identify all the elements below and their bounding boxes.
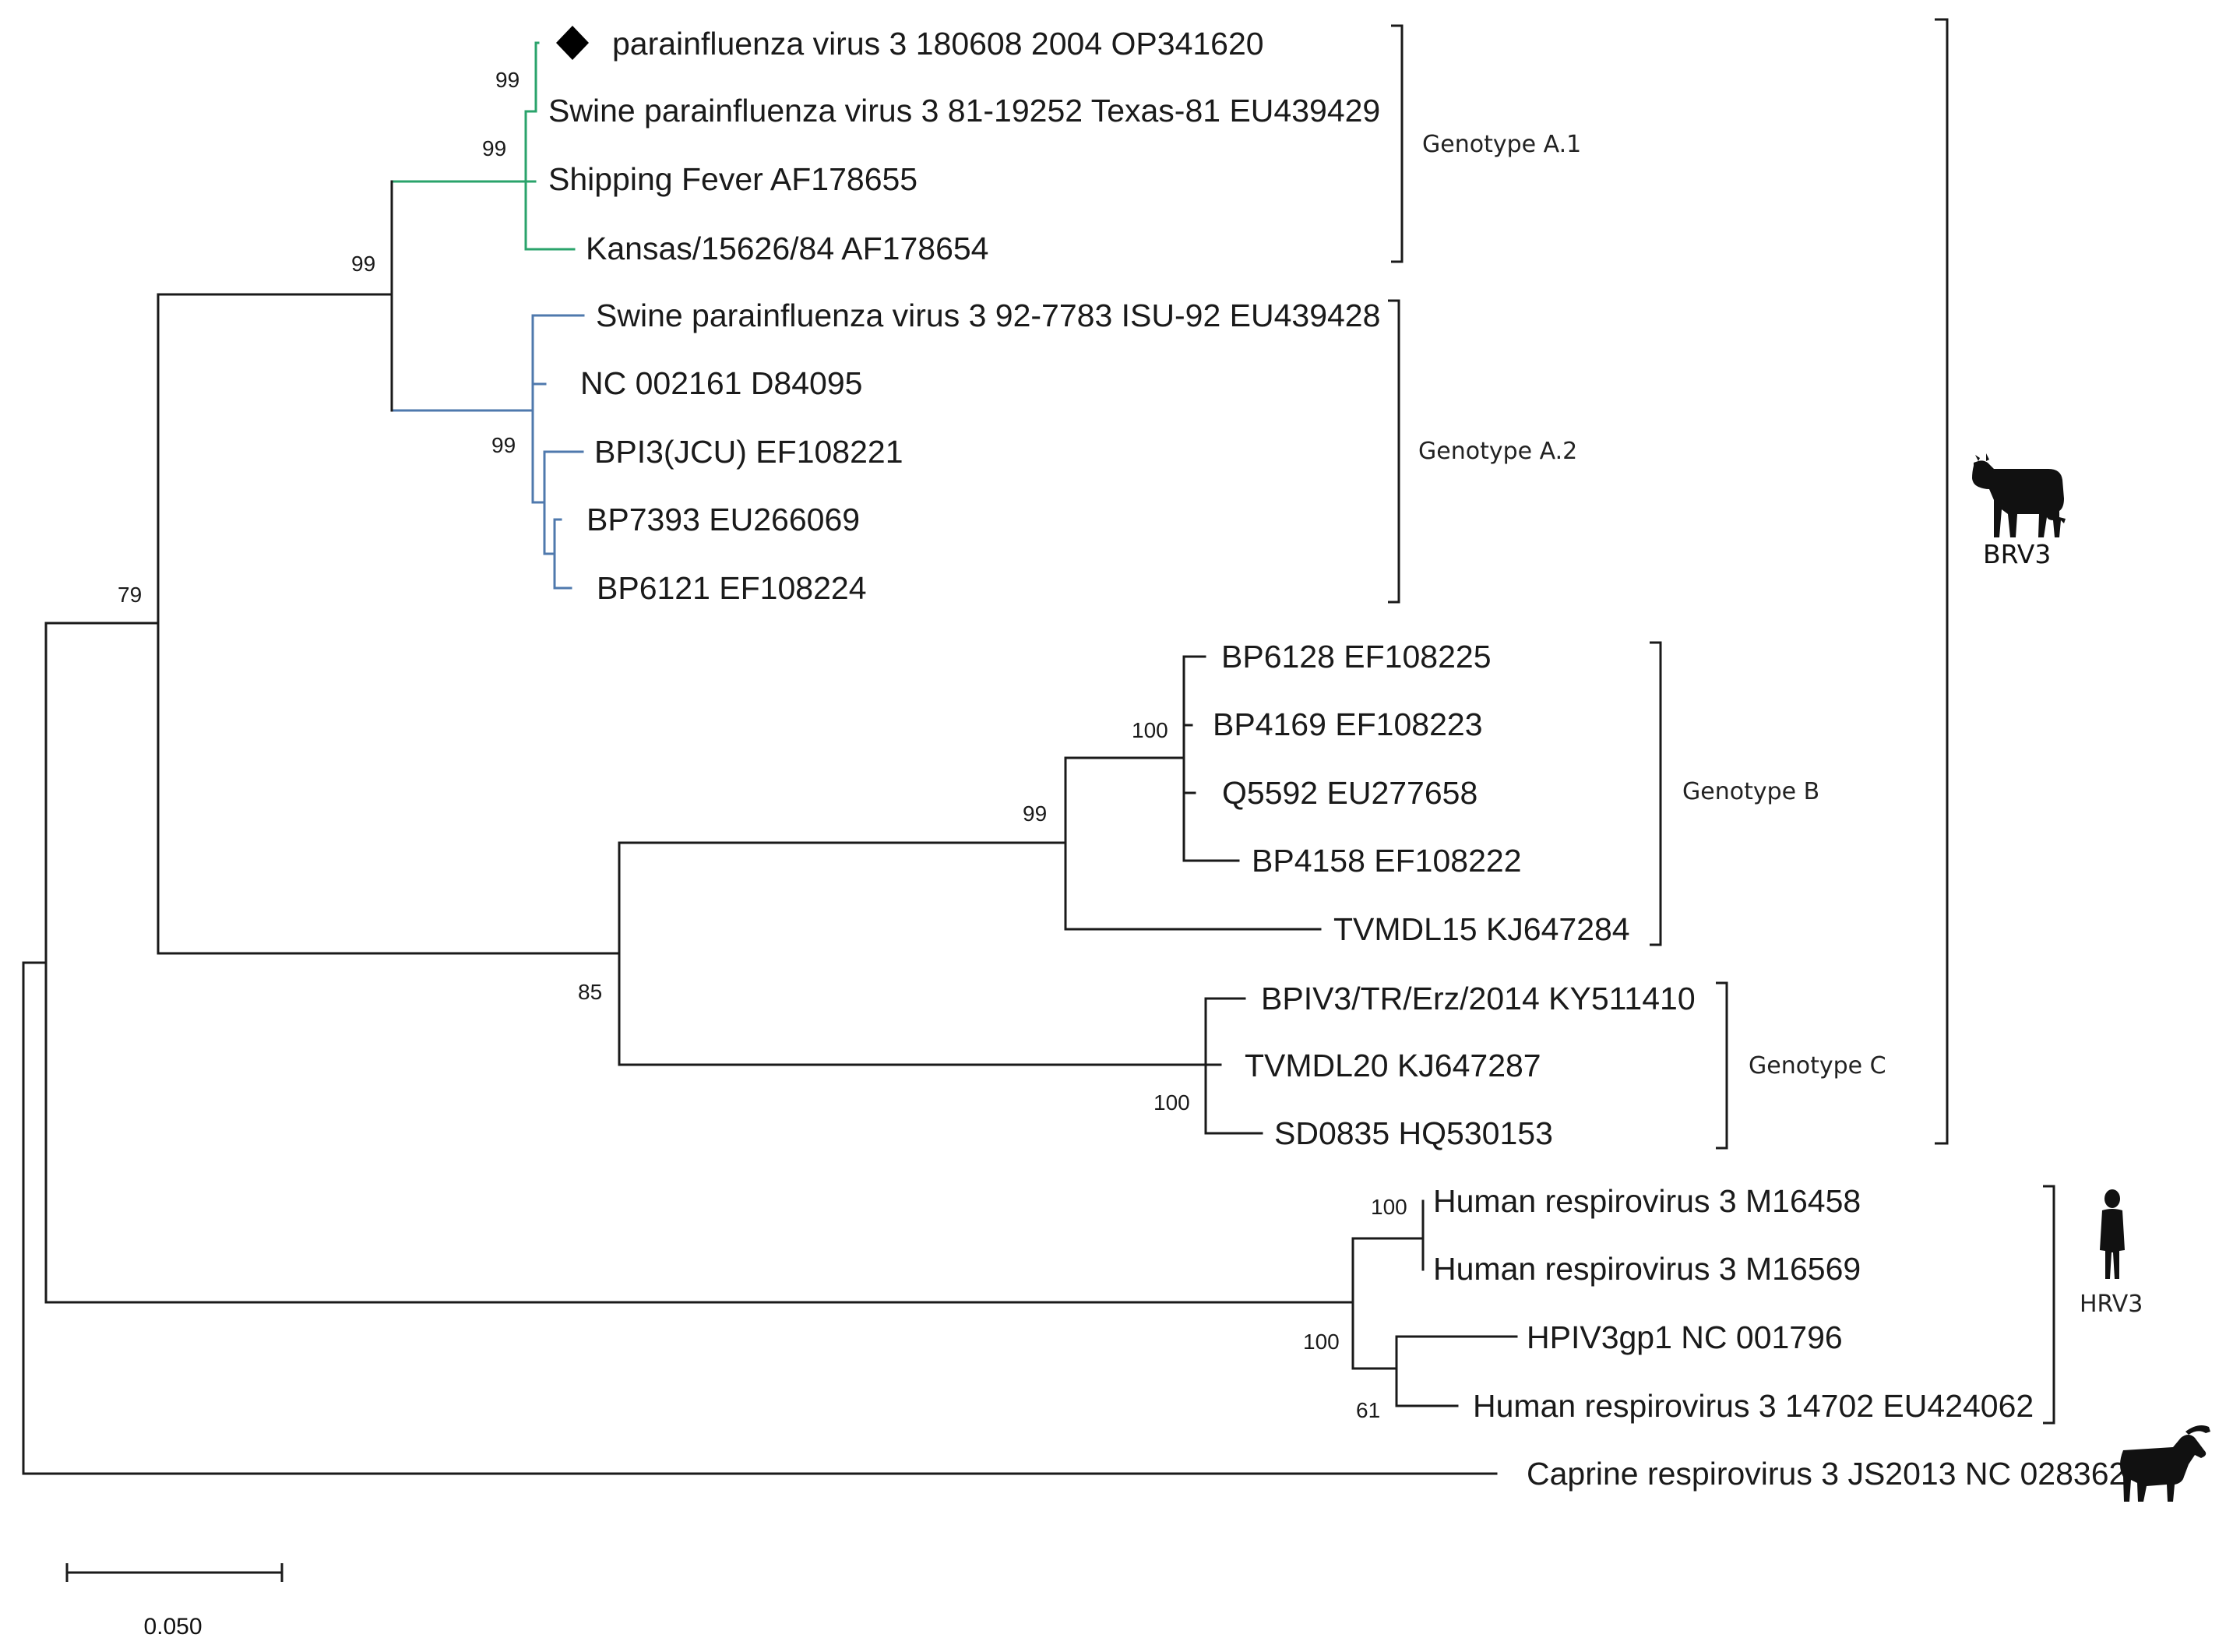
bootstrap-value: 61	[1356, 1398, 1380, 1422]
tree-branches	[22, 41, 1518, 1475]
taxon-label: TVMDL20 KJ647287	[1245, 1048, 1541, 1083]
bootstrap-value: 99	[351, 252, 375, 276]
group-labels: Genotype A.1 Genotype A.2 Genotype B Gen…	[1418, 131, 2143, 1318]
genotype-a2-label: Genotype A.2	[1418, 438, 1577, 465]
genotype-a1-label: Genotype A.1	[1422, 131, 1581, 158]
human-icon	[2100, 1189, 2125, 1279]
genotype-a1-branches	[390, 41, 576, 251]
bracket-genotype-c	[1716, 981, 1728, 1150]
scale-bar-label: 0.050	[143, 1614, 202, 1640]
main-branches	[22, 180, 1518, 1475]
bracket-hrv3	[2043, 1185, 2055, 1425]
taxon-label: BPIV3/TR/Erz/2014 KY511410	[1261, 981, 1696, 1016]
taxon-label: BP6121 EF108224	[597, 570, 867, 606]
taxon-label: BPI3(JCU) EF108221	[594, 434, 903, 470]
taxon-label: Swine parainfluenza virus 3 92-7783 ISU-…	[596, 298, 1380, 333]
taxon-label: Human respirovirus 3 M16458	[1433, 1183, 1861, 1219]
bootstrap-value: 85	[578, 980, 602, 1004]
bootstrap-value: 100	[1153, 1090, 1190, 1115]
taxon-label: Q5592 EU277658	[1222, 775, 1478, 811]
taxon-labels: parainfluenza virus 3 180608 2004 OP3416…	[548, 26, 2126, 1492]
taxon-label: BP4158 EF108222	[1252, 843, 1522, 879]
taxon-label: BP4169 EF108223	[1213, 706, 1483, 742]
bracket-genotype-a2	[1388, 299, 1400, 604]
taxon-label: Human respirovirus 3 M16569	[1433, 1251, 1861, 1287]
bootstrap-value: 100	[1132, 718, 1168, 742]
genotype-b-label: Genotype B	[1682, 778, 1819, 805]
genotype-c-label: Genotype C	[1749, 1052, 1886, 1080]
brv3-label: BRV3	[1983, 539, 2051, 569]
taxon-label: TVMDL15 KJ647284	[1333, 911, 1630, 947]
scale-bar: 0.050	[65, 1563, 284, 1640]
bootstrap-value: 79	[118, 583, 142, 607]
taxon-label: Swine parainfluenza virus 3 81-19252 Tex…	[548, 93, 1380, 129]
group-brackets	[1388, 18, 2055, 1425]
taxon-label: Human respirovirus 3 14702 EU424062	[1473, 1388, 2034, 1424]
taxon-label: HPIV3gp1 NC 001796	[1527, 1319, 1843, 1355]
taxon-label: Caprine respirovirus 3 JS2013 NC 028362	[1527, 1456, 2126, 1492]
bracket-genotype-a1	[1391, 24, 1404, 263]
hrv3-label: HRV3	[2080, 1291, 2143, 1318]
bootstrap-value: 99	[1023, 801, 1047, 826]
diamond-marker-icon	[556, 26, 589, 60]
bootstrap-value: 99	[495, 68, 520, 92]
bootstrap-values: 99 99 99 99 79 100 99 85 100 100 100 61	[118, 68, 1407, 1422]
genotype-a2-branches	[390, 314, 585, 590]
taxon-label: SD0835 HQ530153	[1274, 1115, 1553, 1151]
bracket-brv3	[1935, 18, 1949, 1145]
cow-icon	[1972, 453, 2066, 537]
bootstrap-value: 99	[491, 433, 516, 457]
bracket-genotype-b	[1650, 641, 1662, 946]
taxon-label: BP6128 EF108225	[1221, 639, 1492, 675]
taxon-label: Kansas/15626/84 AF178654	[586, 231, 989, 266]
taxon-label: NC 002161 D84095	[580, 365, 862, 401]
goat-icon	[2120, 1425, 2210, 1502]
bootstrap-value: 100	[1371, 1195, 1407, 1219]
taxon-label: Shipping Fever AF178655	[548, 161, 918, 197]
genotype-a1-backbone	[524, 110, 537, 183]
taxon-label: parainfluenza virus 3 180608 2004 OP3416…	[612, 26, 1264, 62]
taxon-label: BP7393 EU266069	[586, 502, 860, 537]
bootstrap-value: 99	[482, 136, 506, 160]
bootstrap-value: 100	[1303, 1330, 1340, 1354]
